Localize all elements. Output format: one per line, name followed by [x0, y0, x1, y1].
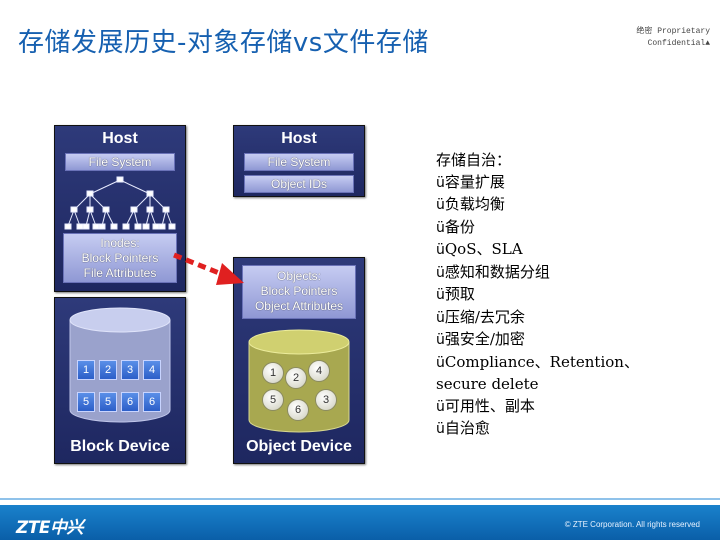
features-list: 存储自治： ü容量扩展 ü负载均衡 ü备份 üQoS、SLA ü感知和数据分组 … — [436, 150, 706, 441]
feature-item: ü容量扩展 — [436, 172, 505, 191]
confidential-line: Confidential▲ — [647, 39, 710, 48]
block-device-panel: 1 2 3 4 5 5 6 6 Block Device — [54, 297, 186, 464]
feature-item: ü自治愈 — [436, 419, 490, 437]
feature-continuation: secure delete — [436, 375, 539, 393]
block-6: 5 — [99, 392, 117, 412]
feature-item: ü预取 — [436, 285, 475, 303]
feature-item: ü备份 — [436, 217, 475, 236]
block-4: 4 — [143, 360, 161, 380]
feature-item: ü压缩/去冗余 — [436, 307, 525, 326]
features-heading: 存储自治： — [436, 151, 512, 169]
feature-item: ü负载均衡 — [436, 195, 505, 213]
confidential-note: 绝密 Proprietary Confidential▲ — [636, 26, 710, 50]
object-circle-2: 2 — [285, 367, 307, 389]
object-circle-6: 6 — [287, 399, 309, 421]
check-icon: ü — [436, 398, 445, 415]
check-icon: ü — [436, 421, 445, 437]
object-circle-4: 4 — [308, 360, 330, 382]
check-icon: ü — [436, 242, 445, 258]
feature-item: ü可用性、副本 — [436, 396, 535, 415]
check-icon: ü — [436, 174, 445, 191]
feature-item: üCompliance、Retention、 — [436, 352, 639, 371]
right-file-system-bar: File System — [244, 153, 354, 171]
feature-item: ü强安全/加密 — [436, 330, 525, 348]
block-5: 5 — [77, 392, 95, 412]
left-file-system-bar: File System — [65, 153, 175, 171]
object-ids-bar: Object IDs — [244, 175, 354, 193]
page-title: 存储发展历史-对象存储vs文件存储 — [18, 28, 429, 58]
check-icon: ü — [436, 287, 445, 303]
zte-logo: ZTE中兴 — [16, 518, 84, 538]
object-device-label: Object Device — [246, 438, 352, 455]
feature-item: üQoS、SLA — [436, 240, 523, 258]
migration-arrow-icon — [173, 252, 244, 285]
right-host-panel: Host File System Object IDs — [233, 125, 365, 197]
copyright-text: © ZTE Corporation. All rights reserved — [564, 520, 700, 529]
block-pointers-label: Block Pointers — [81, 251, 159, 265]
objects-box: Objects: Block Pointers Object Attribute… — [242, 265, 356, 319]
block-2: 2 — [99, 360, 117, 380]
feature-item: ü感知和数据分组 — [436, 262, 550, 281]
object-circle-1: 1 — [262, 362, 284, 384]
block-1: 1 — [77, 360, 95, 380]
inodes-box: Inodes: Block Pointers File Attributes — [63, 233, 177, 283]
object-circle-5: 5 — [262, 389, 284, 411]
check-icon: ü — [436, 219, 445, 236]
objects-label: Objects: — [276, 269, 321, 283]
object-device-panel: Objects: Block Pointers Object Attribute… — [233, 257, 365, 464]
check-icon: ü — [436, 197, 445, 213]
check-icon: ü — [436, 309, 445, 326]
footer-bar — [0, 505, 720, 540]
proprietary-line: 绝密 Proprietary — [636, 27, 710, 36]
inodes-label: Inodes: — [100, 236, 140, 250]
left-host-label: Host — [102, 130, 138, 147]
left-host-panel: Host File System Inodes: Block Pointers … — [54, 125, 186, 292]
check-icon: ü — [436, 332, 445, 348]
block-3: 3 — [121, 360, 139, 380]
block-8: 6 — [143, 392, 161, 412]
object-circle-3: 3 — [315, 389, 337, 411]
block-device-label: Block Device — [70, 438, 170, 455]
block-7: 6 — [121, 392, 139, 412]
right-host-label: Host — [281, 130, 317, 147]
check-icon: ü — [436, 354, 445, 371]
object-attributes-label: Object Attributes — [254, 299, 344, 313]
object-block-pointers-label: Block Pointers — [260, 284, 338, 298]
file-attributes-label: File Attributes — [83, 266, 157, 280]
tree-icon — [64, 176, 176, 230]
check-icon: ü — [436, 264, 445, 281]
footer-divider — [0, 498, 720, 500]
